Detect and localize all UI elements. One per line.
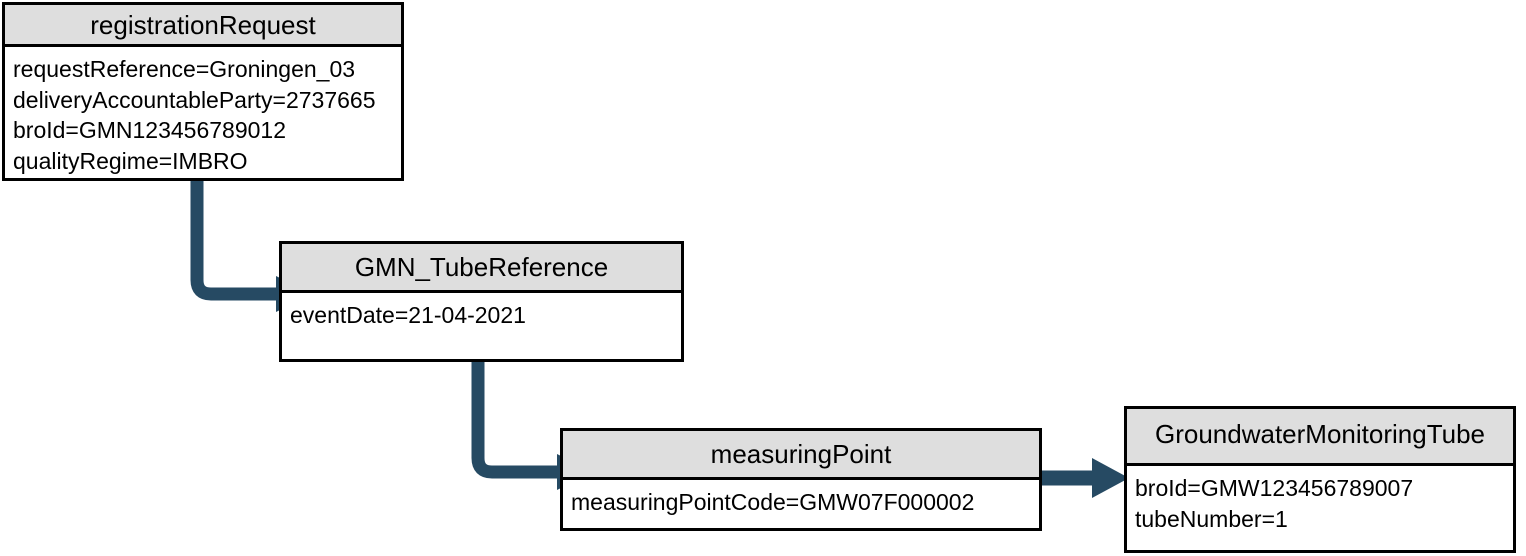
uml-attribute: qualityRegime=IMBRO bbox=[13, 147, 248, 174]
uml-attribute: measuringPointCode=GMW07F000002 bbox=[571, 489, 975, 515]
uml-box-gmn-tubereference[interactable]: GMN_TubeReference eventDate=21-04-2021 bbox=[279, 241, 684, 362]
uml-box-title-registration-request: registrationRequest bbox=[5, 5, 401, 47]
uml-box-registration-request[interactable]: registrationRequest requestReference=Gro… bbox=[2, 2, 404, 181]
uml-attribute: tubeNumber=1 bbox=[1135, 505, 1288, 532]
uml-box-measuringpoint[interactable]: measuringPoint measuringPointCode=GMW07F… bbox=[560, 428, 1042, 531]
uml-attribute: deliveryAccountableParty=2737665 bbox=[13, 86, 376, 113]
uml-box-title-gmn-tubereference: GMN_TubeReference bbox=[282, 244, 681, 293]
uml-box-attributes-gmn-tubereference: eventDate=21-04-2021 bbox=[282, 293, 681, 335]
uml-box-attributes-measuringpoint: measuringPointCode=GMW07F000002 bbox=[563, 480, 1039, 522]
uml-box-attributes-groundwatermonitoringtube: broId=GMW123456789007 tubeNumber=1 bbox=[1127, 466, 1513, 539]
uml-box-title-measuringpoint: measuringPoint bbox=[563, 431, 1039, 480]
uml-box-attributes-registration-request: requestReference=Groningen_03 deliveryAc… bbox=[5, 47, 401, 178]
uml-attribute: broId=GMN123456789012 bbox=[13, 117, 287, 144]
uml-attribute: requestReference=Groningen_03 bbox=[13, 56, 356, 82]
uml-box-title-groundwatermonitoringtube: GroundwaterMonitoringTube bbox=[1127, 409, 1513, 466]
uml-box-groundwatermonitoringtube[interactable]: GroundwaterMonitoringTube broId=GMW12345… bbox=[1124, 406, 1516, 553]
uml-attribute: eventDate=21-04-2021 bbox=[290, 302, 526, 328]
uml-attribute: broId=GMW123456789007 bbox=[1135, 475, 1414, 501]
